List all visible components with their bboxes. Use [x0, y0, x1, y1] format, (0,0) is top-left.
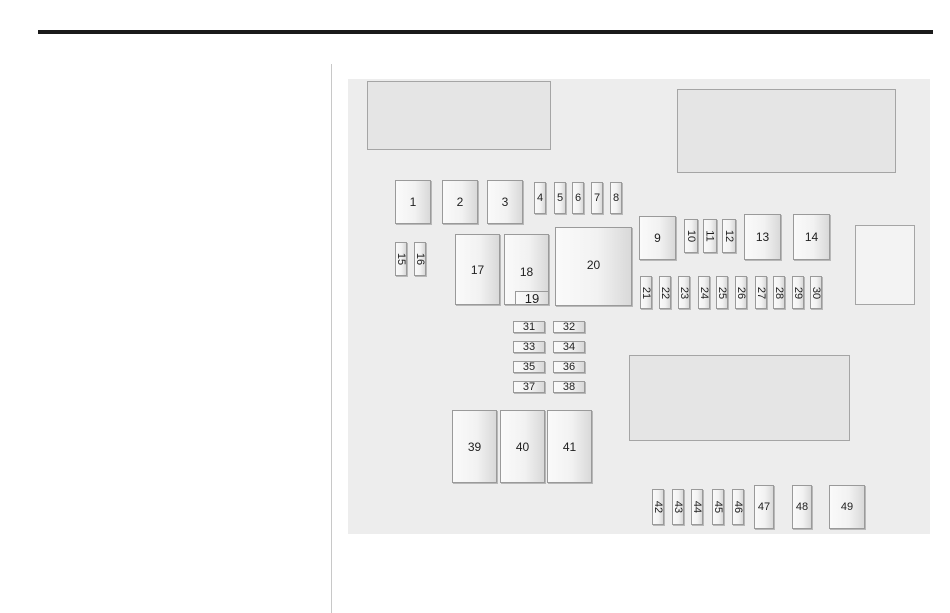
fuse-6: 6: [572, 182, 584, 214]
fuse-25: 25: [716, 276, 728, 309]
fuse-12: 12: [722, 219, 736, 253]
fuse-32: 32: [553, 321, 585, 333]
fuse-4: 4: [534, 182, 546, 214]
fuse-48: 48: [792, 485, 812, 529]
fuse-36: 36: [553, 361, 585, 373]
blank-area-middle-right: [629, 355, 850, 441]
fuse-26: 26: [735, 276, 747, 309]
blank-area-right-block: [855, 225, 915, 305]
blank-area-top-right: [677, 89, 896, 173]
fuse-40: 40: [500, 410, 545, 483]
fuse-15: 15: [395, 242, 407, 276]
top-rule: [38, 30, 933, 34]
column-divider: [331, 64, 332, 613]
fuse-42: 42: [652, 489, 664, 525]
fuse-17: 17: [455, 234, 500, 305]
fuse-35: 35: [513, 361, 545, 373]
fuse-block-panel: 1 2 3 4 5 6 7 8 9 10 11 12 13 14 15 16 1…: [348, 79, 930, 534]
fuse-13: 13: [744, 214, 781, 260]
fuse-11: 11: [703, 219, 717, 253]
fuse-24: 24: [698, 276, 710, 309]
fuse-16: 16: [414, 242, 426, 276]
fuse-5: 5: [554, 182, 566, 214]
fuse-9: 9: [639, 216, 676, 260]
fuse-41: 41: [547, 410, 592, 483]
fuse-45: 45: [712, 489, 724, 525]
fuse-34: 34: [553, 341, 585, 353]
fuse-27: 27: [755, 276, 767, 309]
fuse-28: 28: [773, 276, 785, 309]
fuse-19: 19: [515, 291, 549, 305]
fuse-43: 43: [672, 489, 684, 525]
fuse-46: 46: [732, 489, 744, 525]
blank-area-top-left: [367, 81, 551, 150]
fuse-10: 10: [684, 219, 698, 253]
fuse-8: 8: [610, 182, 622, 214]
fuse-20: 20: [555, 227, 632, 306]
fuse-21: 21: [640, 276, 652, 309]
fuse-22: 22: [659, 276, 671, 309]
fuse-38: 38: [553, 381, 585, 393]
fuse-31: 31: [513, 321, 545, 333]
fuse-30: 30: [810, 276, 822, 309]
fuse-49: 49: [829, 485, 865, 529]
fuse-29: 29: [792, 276, 804, 309]
fuse-47: 47: [754, 485, 774, 529]
fuse-33: 33: [513, 341, 545, 353]
fuse-37: 37: [513, 381, 545, 393]
fuse-1: 1: [395, 180, 431, 224]
fuse-23: 23: [678, 276, 690, 309]
fuse-14: 14: [793, 214, 830, 260]
fuse-44: 44: [691, 489, 703, 525]
fuse-39: 39: [452, 410, 497, 483]
fuse-3: 3: [487, 180, 523, 224]
fuse-7: 7: [591, 182, 603, 214]
fuse-2: 2: [442, 180, 478, 224]
